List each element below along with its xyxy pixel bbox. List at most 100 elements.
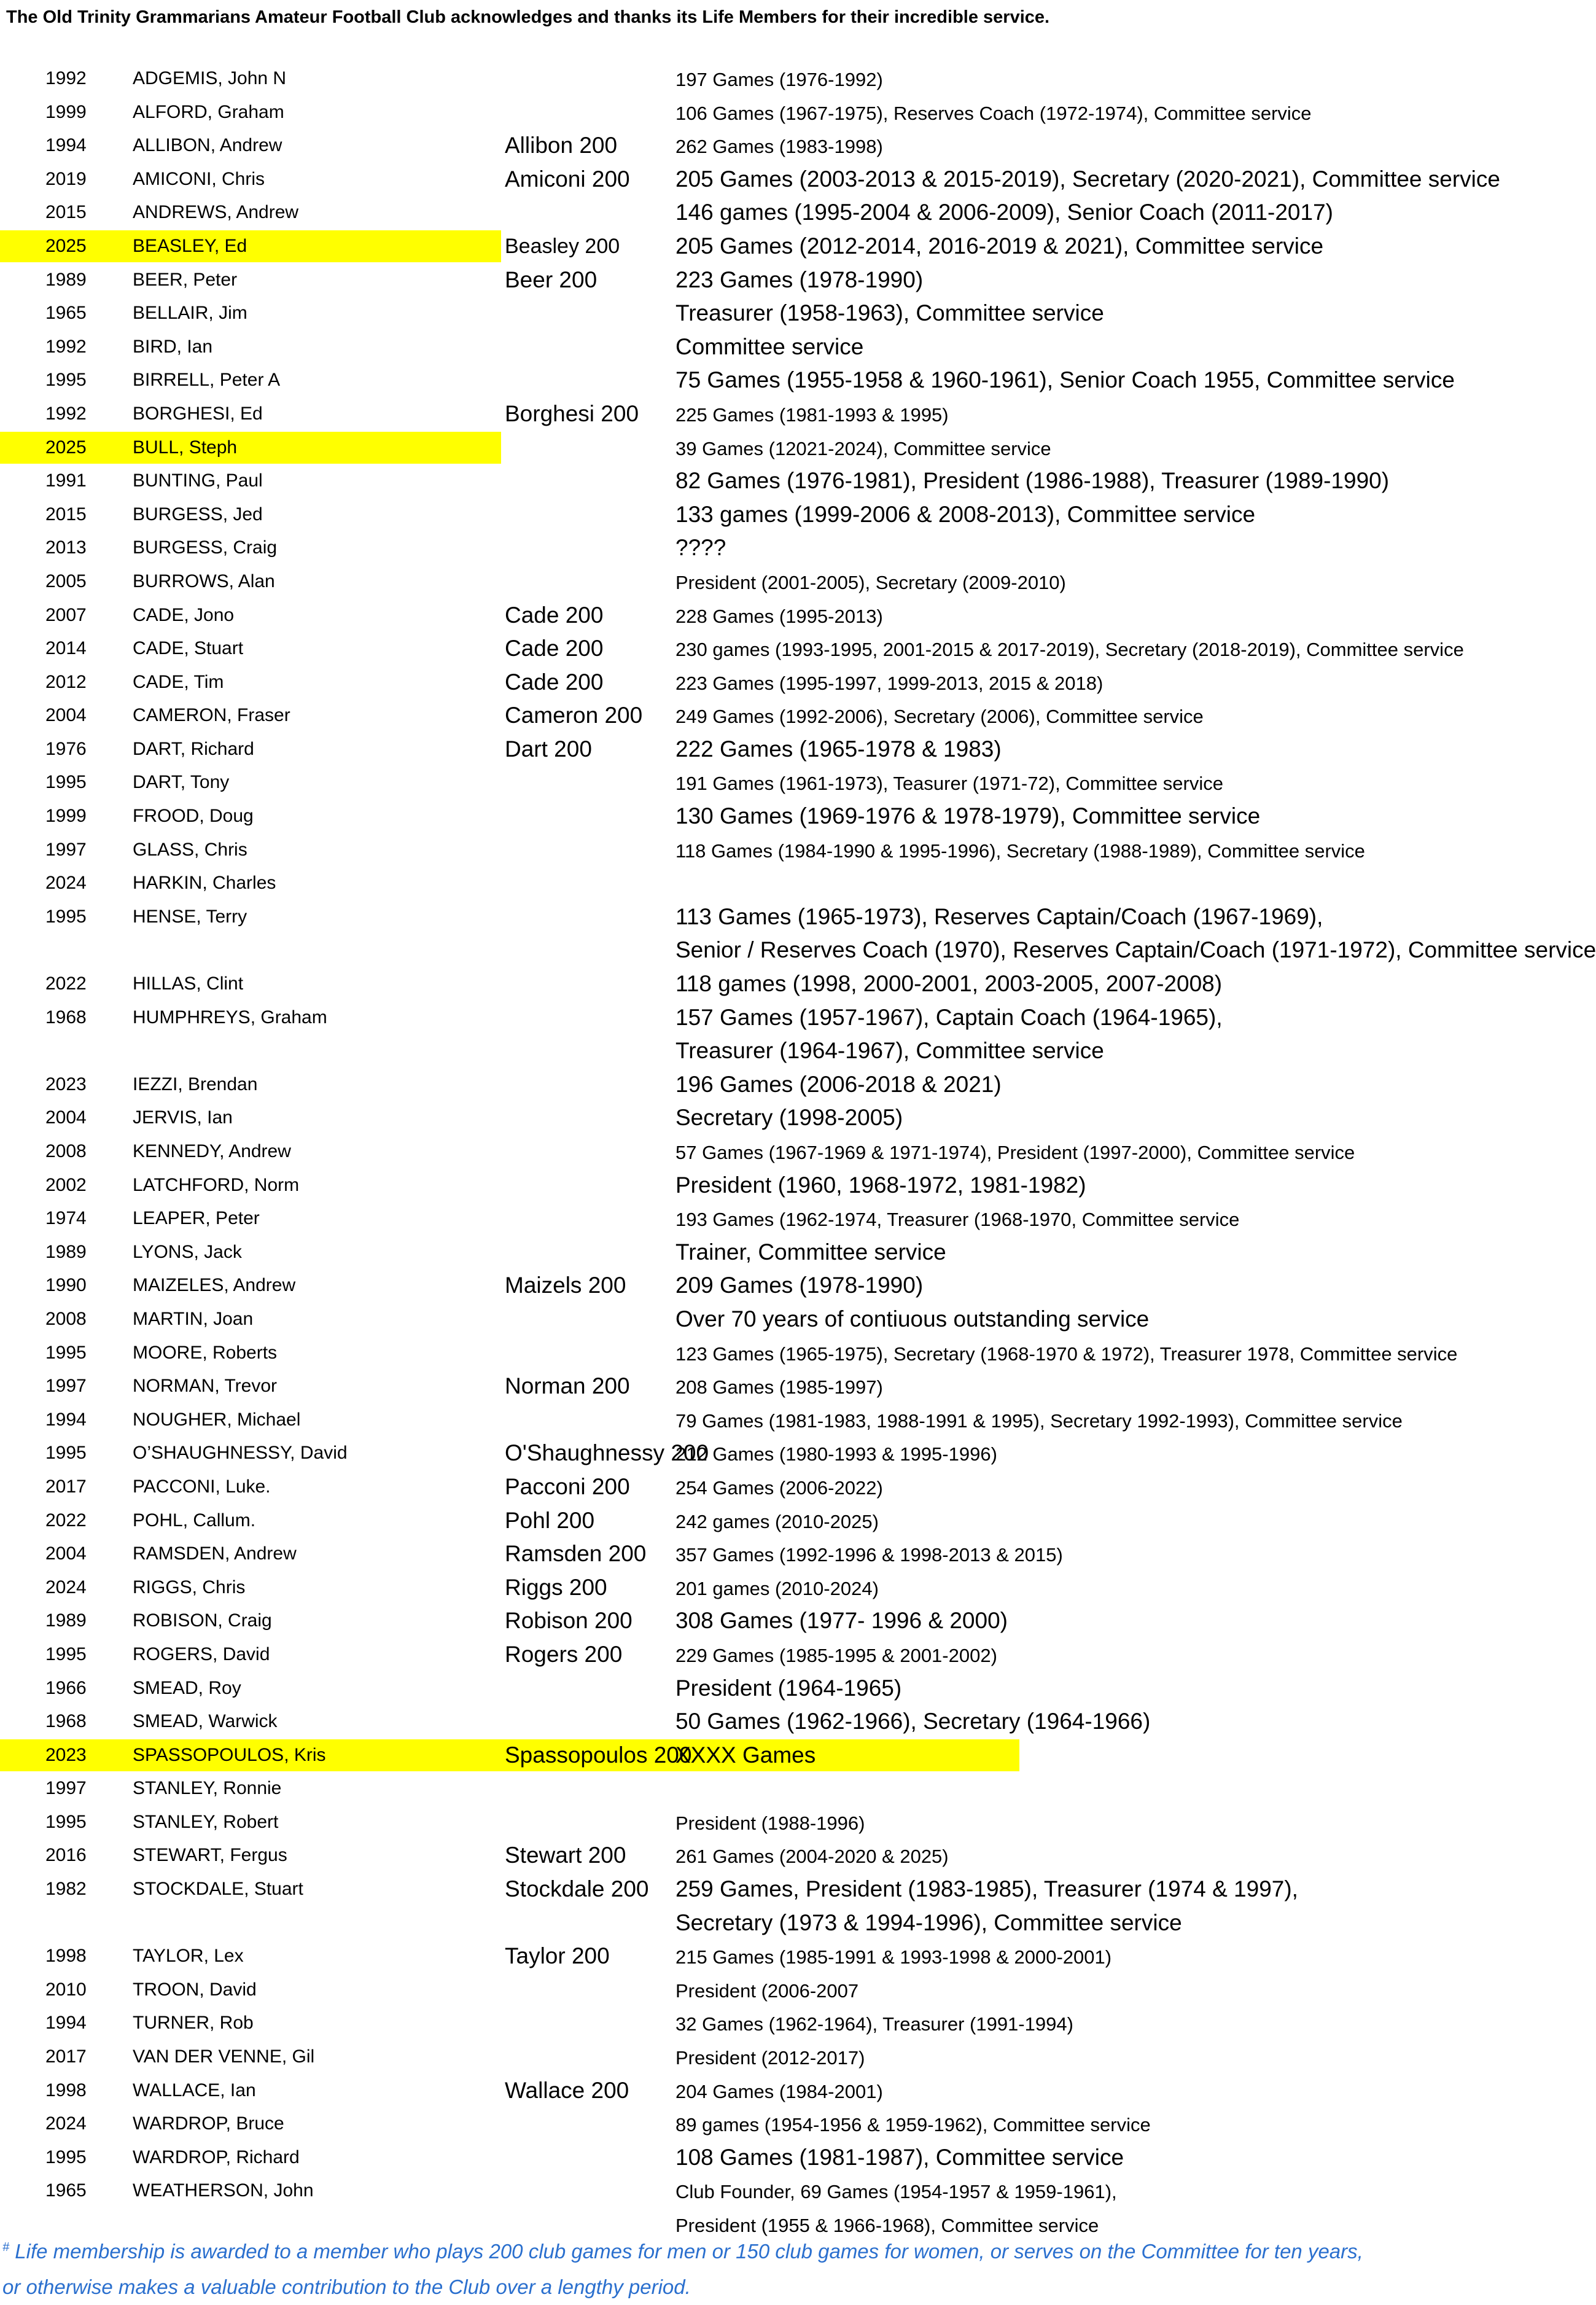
member-name: WALLACE, Ian <box>133 2080 256 2100</box>
member-name: RAMSDEN, Andrew <box>133 1543 297 1564</box>
milestone-200: Dart 200 <box>505 736 592 762</box>
service-details: 259 Games, President (1983-1985), Treasu… <box>675 1876 1298 1902</box>
service-details: 209 Games (1978-1990) <box>675 1273 924 1298</box>
service-details: 357 Games (1992-1996 & 1998-2013 & 2015) <box>675 1544 1063 1566</box>
member-year: 2025 <box>45 437 87 458</box>
member-row-continuation: Senior / Reserves Coach (1970), Reserves… <box>0 933 1596 967</box>
member-year: 1995 <box>45 2147 87 2167</box>
member-row-continuation: Treasurer (1964-1967), Committee service <box>0 1034 1535 1067</box>
service-details: 108 Games (1981-1987), Committee service <box>675 2144 1124 2170</box>
milestone-200: Taylor 200 <box>505 1943 610 1969</box>
member-name: STANLEY, Ronnie <box>133 1778 282 1799</box>
member-year: 1974 <box>45 1208 87 1229</box>
service-details: 50 Games (1962-1966), Secretary (1964-19… <box>675 1709 1151 1734</box>
milestone-200: Stockdale 200 <box>505 1876 649 1902</box>
service-details: 118 Games (1984-1990 & 1995-1996), Secre… <box>675 840 1365 862</box>
member-name: BURGESS, Craig <box>133 537 278 558</box>
member-name: FROOD, Doug <box>133 806 254 827</box>
member-year: 2017 <box>45 1476 87 1497</box>
milestone-200: Borghesi 200 <box>505 400 639 426</box>
member-year: 1982 <box>45 1879 87 1900</box>
service-details: 205 Games (2012-2014, 2016-2019 & 2021),… <box>675 233 1324 259</box>
member-name: DART, Richard <box>133 738 254 759</box>
member-year: 1997 <box>45 1376 87 1397</box>
service-details: 212 Games (1980-1993 & 1995-1996) <box>675 1443 997 1465</box>
member-name: WEATHERSON, John <box>133 2180 314 2201</box>
member-year: 1995 <box>45 370 87 391</box>
member-year: 2004 <box>45 705 87 726</box>
member-year: 1994 <box>45 2013 87 2034</box>
milestone-200: Cameron 200 <box>505 703 643 728</box>
member-year: 2023 <box>45 1744 87 1765</box>
service-details: 57 Games (1967-1969 & 1971-1974), Presid… <box>675 1142 1355 1163</box>
member-name: IEZZI, Brendan <box>133 1074 258 1094</box>
member-year: 2025 <box>45 235 87 256</box>
member-year: 2015 <box>45 202 87 223</box>
member-name: WARDROP, Bruce <box>133 2113 284 2134</box>
member-name: MARTIN, Joan <box>133 1308 254 1329</box>
member-name: BULL, Steph <box>133 437 238 458</box>
row-highlight <box>0 230 501 262</box>
service-details: 208 Games (1985-1997) <box>675 1376 883 1398</box>
member-name: POHL, Callum. <box>133 1510 256 1531</box>
member-year: 1989 <box>45 1610 87 1631</box>
milestone-200: Rogers 200 <box>505 1641 623 1667</box>
member-year: 2010 <box>45 1979 87 2000</box>
service-details: 146 games (1995-2004 & 2006-2009), Senio… <box>675 200 1333 225</box>
service-details: 228 Games (1995-2013) <box>675 605 883 627</box>
member-name: SMEAD, Warwick <box>133 1711 278 1732</box>
member-name: ALLIBON, Andrew <box>133 135 282 156</box>
service-details: 157 Games (1957-1967), Captain Coach (19… <box>675 1004 1223 1030</box>
service-details: Committee service <box>675 333 864 359</box>
member-year: 1999 <box>45 101 87 122</box>
footnote-line-1: # Life membership is awarded to a member… <box>2 2229 1532 2269</box>
milestone-200: Wallace 200 <box>505 2077 629 2103</box>
member-year: 2016 <box>45 1845 87 1866</box>
service-details: President (2006-2007 <box>675 1979 859 2002</box>
service-details: XXXX Games <box>675 1742 816 1768</box>
milestone-200: Amiconi 200 <box>505 166 630 192</box>
member-year: 1965 <box>45 2180 87 2201</box>
member-year: 1995 <box>45 1644 87 1664</box>
member-name: LYONS, Jack <box>133 1241 242 1262</box>
service-details: 197 Games (1976-1992) <box>675 69 883 90</box>
service-details: 39 Games (12021-2024), Committee service <box>675 437 1051 459</box>
member-name: HUMPHREYS, Graham <box>133 1007 327 1028</box>
service-details: Senior / Reserves Coach (1970), Reserves… <box>675 937 1596 963</box>
service-details: 205 Games (2003-2013 & 2015-2019), Secre… <box>675 166 1500 192</box>
member-name: MOORE, Roberts <box>133 1342 278 1363</box>
service-details: 229 Games (1985-1995 & 2001-2002) <box>675 1644 997 1666</box>
row-highlight <box>0 1739 1019 1771</box>
service-details: ???? <box>675 535 726 561</box>
member-name: HENSE, Terry <box>133 906 247 927</box>
service-details: 113 Games (1965-1973), Reserves Captain/… <box>675 903 1323 929</box>
footnote-line-2: or otherwise makes a valuable contributi… <box>2 2276 691 2298</box>
service-details: 201 games (2010-2024) <box>675 1577 879 1599</box>
service-details: 196 Games (2006-2018 & 2021) <box>675 1071 1002 1097</box>
member-name: CADE, Tim <box>133 671 224 692</box>
member-name: VAN DER VENNE, Gil <box>133 2046 315 2067</box>
milestone-200: Cade 200 <box>505 636 604 661</box>
member-name: ROGERS, David <box>133 1644 270 1664</box>
service-details: Secretary (1973 & 1994-1996), Committee … <box>675 1909 1182 1935</box>
